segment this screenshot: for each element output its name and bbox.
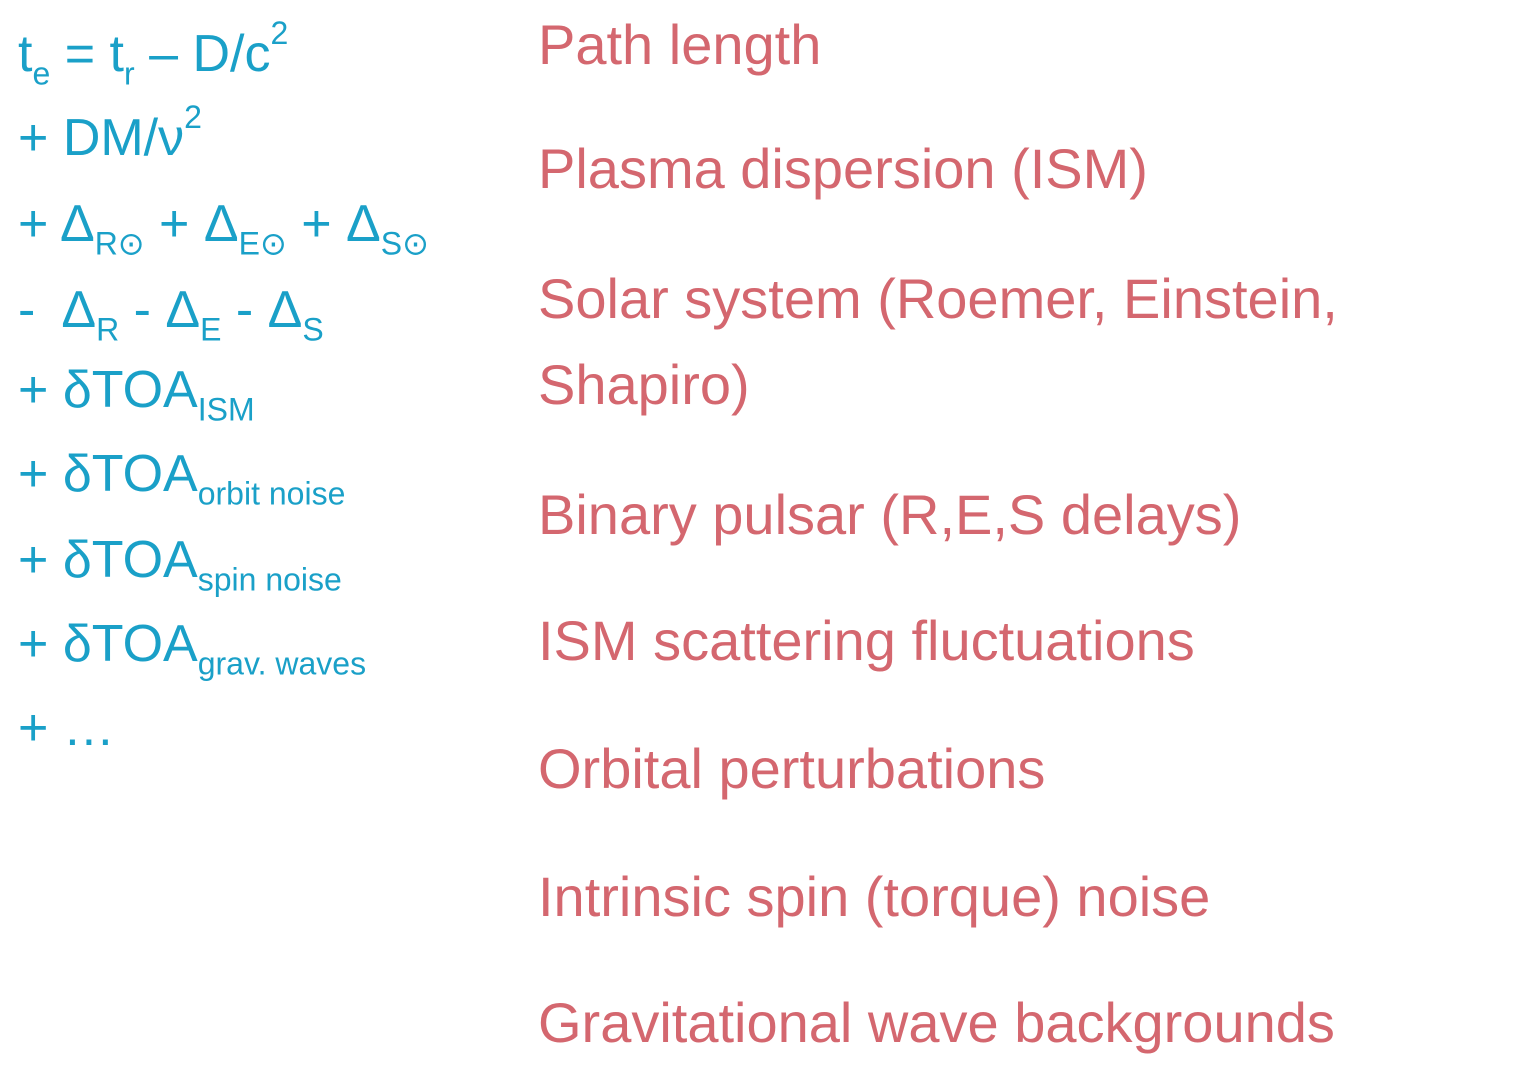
desc-solar-system: Solar system (Roemer, Einstein, bbox=[538, 267, 1338, 330]
eq-line-binary: -ΔR - ΔE - ΔS bbox=[18, 281, 324, 348]
eq-line-ism: + δTOAISM bbox=[18, 361, 255, 428]
desc-ism-scattering: ISM scattering fluctuations bbox=[538, 609, 1195, 672]
desc-spin-noise: Intrinsic spin (torque) noise bbox=[538, 865, 1211, 928]
desc-path-length: Path length bbox=[538, 13, 822, 76]
desc-orbital-perturbations: Orbital perturbations bbox=[538, 737, 1046, 800]
desc-solar-system-cont: Shapiro) bbox=[538, 353, 750, 416]
eq-line-dispersion: + DM/ν2 bbox=[18, 98, 202, 167]
eq-line-solar-system: + ΔR⊙ + ΔE⊙ + ΔS⊙ bbox=[18, 195, 429, 262]
desc-plasma-dispersion: Plasma dispersion (ISM) bbox=[538, 137, 1148, 200]
eq-line-more: + … bbox=[18, 699, 115, 757]
eq-line-orbit-noise: + δTOAorbit noise bbox=[18, 445, 346, 512]
eq-line-arrival-time: te = tr – D/c2 bbox=[18, 14, 289, 92]
desc-binary-pulsar: Binary pulsar (R,E,S delays) bbox=[538, 483, 1242, 546]
eq-line-spin-noise: + δTOAspin noise bbox=[18, 531, 342, 598]
eq-line-grav-waves: + δTOAgrav. waves bbox=[18, 615, 367, 682]
desc-gw-backgrounds: Gravitational wave backgrounds bbox=[538, 991, 1335, 1054]
